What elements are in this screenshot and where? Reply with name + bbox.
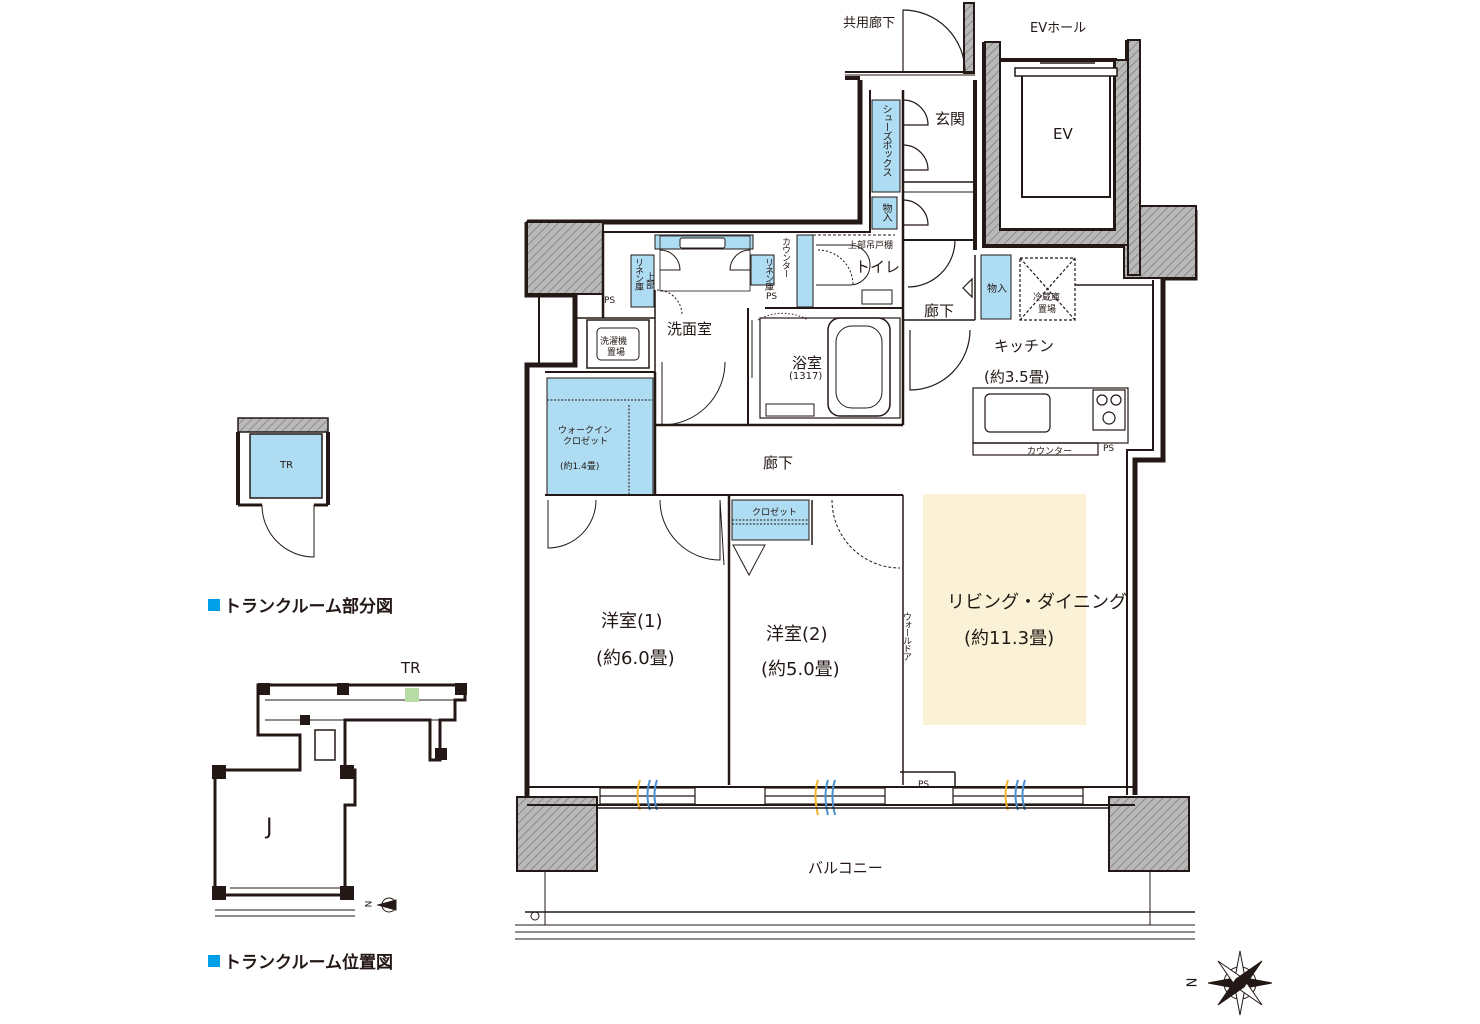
- common-corridor-label: 共用廊下: [843, 16, 896, 31]
- ps-label-4: PS: [918, 780, 930, 790]
- living-size-label: (約11.3畳): [964, 628, 1055, 649]
- linen-right-label: リネン庫: [763, 258, 773, 290]
- trunk-room-detail: [236, 417, 330, 558]
- washer-label-2: 置場: [607, 348, 626, 358]
- room2-label: 洋室(2): [766, 624, 828, 645]
- balcony: [515, 807, 1195, 940]
- ev-label: EV: [1053, 125, 1073, 143]
- ps-label-3: PS: [1103, 444, 1115, 454]
- linen-left-fill: [630, 254, 655, 308]
- trunk-room-label: TR: [280, 460, 294, 471]
- room1-label: 洋室(1): [601, 611, 663, 632]
- fridge-label-2: 置場: [1038, 305, 1057, 315]
- trunk-location-legend-text: トランクルーム位置図: [224, 953, 393, 973]
- key-tr-label: TR: [401, 659, 421, 677]
- key-unit-label: J: [266, 815, 273, 840]
- trunk-detail-legend: トランクルーム部分図: [208, 592, 393, 617]
- room1-size-label: (約6.0畳): [596, 648, 675, 669]
- closet-label: クロゼット: [752, 508, 798, 518]
- trunk-detail-legend-text: トランクルーム部分図: [224, 597, 393, 617]
- kitchen-counter-label: カウンター: [1027, 447, 1073, 457]
- kitchen-size-label: (約3.5畳): [984, 368, 1050, 386]
- hall-2-label: 廊下: [763, 454, 794, 472]
- bathroom-label: 浴室: [792, 354, 823, 372]
- living-dining-area: [923, 494, 1086, 725]
- entrance-doors: [845, 9, 975, 288]
- washroom-fixtures: [586, 235, 901, 426]
- counter-toilet-fill: [796, 234, 814, 308]
- counter-vertical-label: カウンター: [780, 237, 790, 277]
- small-storage-label: 物入: [880, 203, 891, 221]
- compass-n-label: N: [1185, 977, 1201, 988]
- linen-left-label: リネン庫: [633, 258, 643, 290]
- entrance-label: 玄関: [935, 110, 966, 128]
- compass-rose: [1207, 950, 1273, 1016]
- toilet-fixture: [813, 234, 895, 286]
- upper-left-label: 上部: [644, 272, 654, 288]
- wic-label-2: クロゼット: [563, 437, 609, 447]
- key-compass-n: N: [364, 900, 375, 908]
- shoe-box-label: シューズボックス: [880, 104, 891, 176]
- elevator: [1014, 62, 1118, 198]
- washer-label-1: 洗濯機: [600, 337, 628, 347]
- upper-cabinet-label: 上部吊戸棚: [848, 241, 894, 251]
- living-label: リビング・ダイニング: [947, 592, 1127, 613]
- interior-walls: [545, 90, 1153, 790]
- wall-door-label: ウォールドア: [901, 612, 911, 660]
- trunk-location-legend: トランクルーム位置図: [208, 948, 393, 973]
- ps-label-2: PS: [766, 292, 778, 302]
- structural-columns: [516, 2, 1197, 872]
- storage-small-fill: [871, 196, 898, 230]
- shoe-box-fill: [871, 99, 901, 193]
- storage-fills: [546, 99, 1012, 541]
- ps-label-1: PS: [604, 296, 616, 306]
- windows: [527, 786, 1135, 806]
- kitchen-storage-fill: [980, 254, 1012, 320]
- wic-size-label: (約1.4畳): [560, 462, 600, 472]
- wic-label-1: ウォークイン: [558, 426, 613, 436]
- walk-in-closet-fill: [546, 377, 654, 496]
- kitchen-storage-label: 物入: [987, 284, 1007, 295]
- legend-square-icon: [208, 954, 220, 967]
- toilet-counter-fill: [861, 289, 893, 305]
- legend-square-icon: [208, 598, 220, 611]
- ev-hall-label: EVホール: [1030, 21, 1087, 36]
- bedroom-doors: [547, 399, 901, 577]
- toilet-label: トイレ: [855, 258, 901, 276]
- hall-1-label: 廊下: [924, 302, 955, 320]
- kitchen-label: キッチン: [994, 337, 1055, 355]
- key-plan: [212, 683, 467, 917]
- room2-size-label: (約5.0畳): [761, 659, 840, 680]
- bathroom-size-label: (1317): [789, 371, 823, 382]
- washroom-label: 洗面室: [667, 320, 713, 338]
- balcony-label: バルコニー: [808, 859, 883, 877]
- fridge-label-1: 冷蔵庫: [1033, 293, 1061, 303]
- kitchen-fixtures: [909, 257, 1129, 456]
- linen-right-fill: [750, 254, 775, 286]
